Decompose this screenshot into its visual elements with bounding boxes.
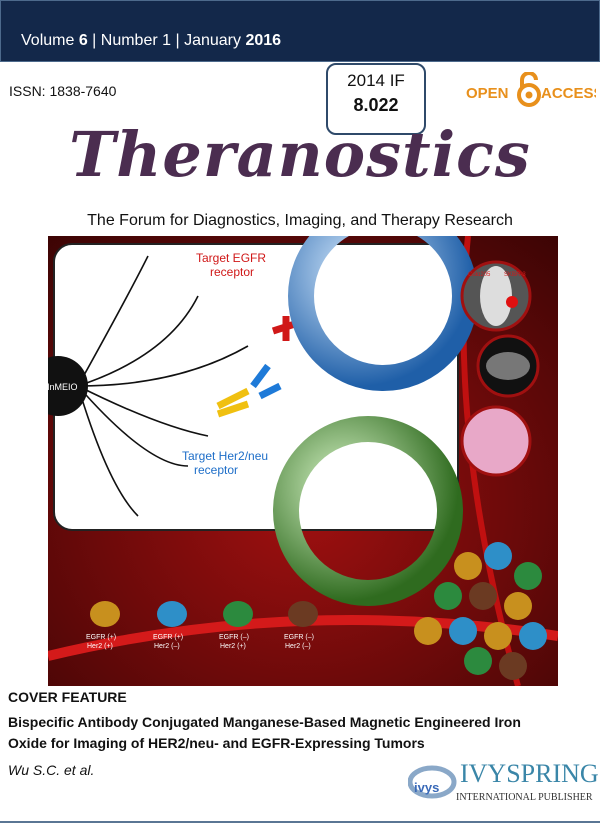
number-month: | Number 1 | January <box>87 32 246 49</box>
year: 2016 <box>245 32 282 49</box>
open-access-logo: OPEN ACCESS <box>466 72 596 107</box>
volume-label: Volume <box>21 32 79 49</box>
her2-label-2: receptor <box>194 463 238 477</box>
article-title-line: Bispecific Antibody Conjugated Manganese… <box>8 714 521 730</box>
antibody-icon <box>216 316 300 418</box>
journal-title: Theranostics <box>69 118 531 191</box>
publisher-name: IVYSPRING <box>460 759 598 788</box>
mouse-label-colo205: Colo205 <box>468 272 491 278</box>
her2-label-1: Target Her2/neu <box>182 449 268 463</box>
cell-egfr-neg-her2-neg: EGFR (–) Her2 (–) <box>284 601 318 650</box>
cell-egfr-neg-her2-pos: EGFR (–) Her2 (+) <box>219 601 253 650</box>
journal-subtitle: The Forum for Diagnostics, Imaging, and … <box>87 212 513 229</box>
issn: ISSN: 1838-7640 <box>9 83 117 99</box>
cell-label: Her2 (–) <box>154 643 180 650</box>
mouse-label-skbr3: SKBR-3 <box>504 272 526 278</box>
cell-label: EGFR (–) <box>284 634 314 641</box>
ivyspring-globe-icon: ivys <box>408 765 457 799</box>
cell-label: EGFR (–) <box>219 634 249 641</box>
mnmeio-core <box>48 356 88 416</box>
access-label: ACCESS <box>541 85 596 102</box>
footer-divider <box>0 821 600 823</box>
open-lock-icon <box>517 72 541 107</box>
histology-image <box>460 405 532 477</box>
cell-egfr-pos-her2-pos: EGFR (+) Her2 (+) <box>86 601 120 650</box>
green-liposome <box>273 416 463 606</box>
impact-factor-value: 8.022 <box>353 95 399 115</box>
publisher-tagline: INTERNATIONAL PUBLISHER <box>456 792 593 803</box>
ivyspring-logo: ivys IVYSPRING INTERNATIONAL PUBLISHER <box>408 759 598 803</box>
impact-factor-label: 2014 IF <box>347 71 405 90</box>
svg-text:ivys: ivys <box>414 780 439 795</box>
article-title-line: Oxide for Imaging of HER2/neu- and EGFR-… <box>8 735 425 751</box>
cell-label: Her2 (–) <box>285 643 311 650</box>
core-label: MnMEIO <box>48 382 78 392</box>
egfr-label-1: Target EGFR <box>196 251 266 265</box>
issue-info: Volume 6 | Number 1 | January 2016 <box>21 32 281 50</box>
article-author: Wu S.C. et al. <box>8 762 95 778</box>
cell-label: Her2 (+) <box>220 643 246 650</box>
cell-label: Her2 (+) <box>87 643 113 650</box>
cover-feature-heading: COVER FEATURE <box>8 689 127 705</box>
cover-illustration: MnMEIO Target EGFR receptor Target Her2/… <box>48 236 558 686</box>
cell-egfr-pos-her2-neg: EGFR (+) Her2 (–) <box>153 601 187 650</box>
impact-factor-box: 2014 IF 8.022 <box>326 63 426 135</box>
article-title[interactable]: Bispecific Antibody Conjugated Manganese… <box>8 712 598 754</box>
cell-label: EGFR (+) <box>153 634 183 641</box>
cell-type-legend: EGFR (+) Her2 (+) EGFR (+) Her2 (–) EGFR (… <box>86 601 318 650</box>
egfr-label-2: receptor <box>210 265 254 279</box>
cell-label: EGFR (+) <box>86 634 116 641</box>
tumor-cluster <box>414 542 547 680</box>
journal-header-bar: Volume 6 | Number 1 | January 2016 <box>0 0 600 62</box>
open-label: OPEN <box>466 85 509 102</box>
volume-number: 6 <box>78 32 88 49</box>
